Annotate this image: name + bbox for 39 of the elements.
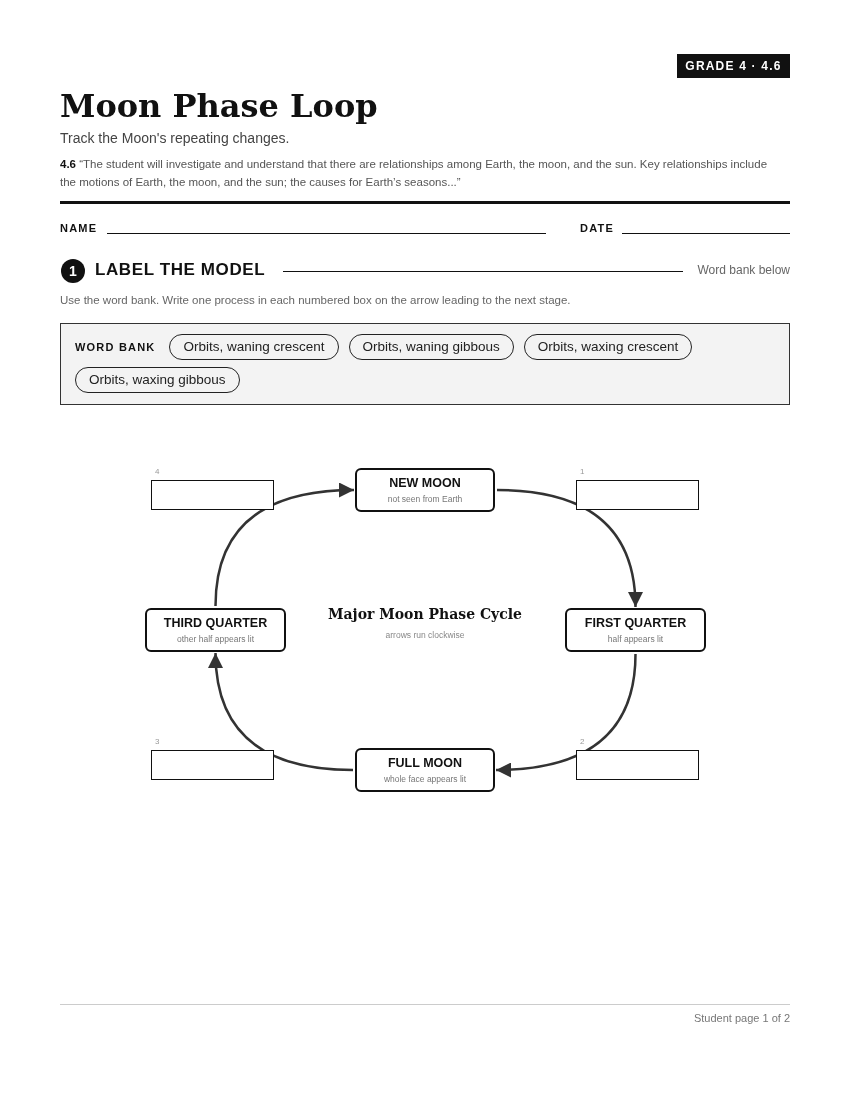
page-title: Moon Phase Loop xyxy=(60,86,378,127)
stage-name: FULL MOON xyxy=(387,755,463,771)
stage-box xyxy=(355,468,495,512)
stage-box xyxy=(145,608,286,652)
arrow xyxy=(208,652,354,772)
answer-box xyxy=(151,480,274,510)
answer-box xyxy=(151,750,274,780)
stage-box xyxy=(355,748,495,792)
stage-description: whole face appears lit xyxy=(383,772,467,785)
field-label: DATE xyxy=(580,222,614,234)
answer-box xyxy=(576,750,699,780)
stage-name: FIRST QUARTER xyxy=(584,615,687,631)
cycle-heading: Major Moon Phase Cycle xyxy=(328,606,522,622)
arrow xyxy=(495,653,637,777)
page-number: Student page 1 of 2 xyxy=(693,1012,790,1024)
standard-text: 4.6 “The student will investigate and understand that there are relationships among Earth, the moon, and the sun. Key relationships include the motions of Earth, the moon, and the sun; the causes for Earth’s seasons...” xyxy=(60,157,769,190)
arrow xyxy=(214,483,355,607)
word-bank-heading: WORD BANK xyxy=(75,341,156,353)
stage-name: NEW MOON xyxy=(389,475,461,491)
grade-badge: GRADE 4 · 4.6 xyxy=(677,54,790,78)
side-note: Word bank below xyxy=(697,263,790,277)
answer-box xyxy=(576,480,699,510)
stage-name: THIRD QUARTER xyxy=(163,615,268,631)
instructions: Use the word bank. Write one process in each numbered box on the arrow leading to the next stage. xyxy=(60,294,571,306)
stage-description: other half appears lit xyxy=(177,632,254,645)
arrow xyxy=(496,488,643,608)
cycle-note: arrows run clockwise xyxy=(385,630,465,640)
word-bank-panel xyxy=(60,323,790,405)
stage-box xyxy=(565,608,706,652)
section-heading: LABEL THE MODEL xyxy=(95,260,266,280)
field-label: NAME xyxy=(60,222,98,234)
subtitle: Track the Moon's repeating changes. xyxy=(60,130,290,146)
callout-number: 4 xyxy=(155,467,160,477)
stage-description: not seen from Earth xyxy=(387,492,463,505)
callout-number: 3 xyxy=(155,737,160,747)
callout-number: 2 xyxy=(580,737,585,747)
stage-description: half appears lit xyxy=(607,632,664,645)
step-number-badge: 1 xyxy=(61,259,85,283)
callout-number: 1 xyxy=(580,467,585,477)
